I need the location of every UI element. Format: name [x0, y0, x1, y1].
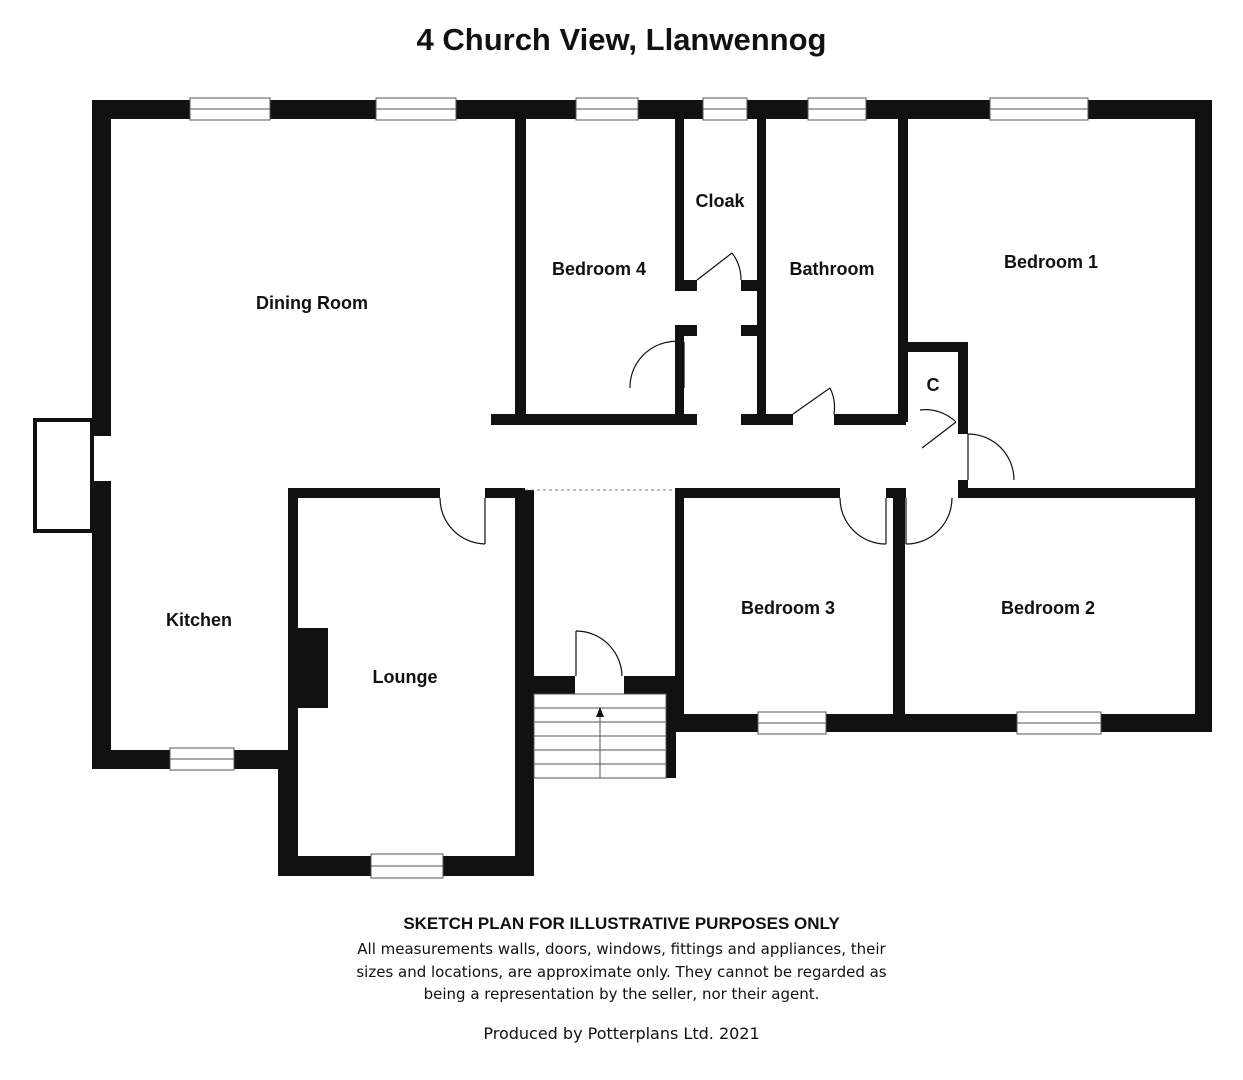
room-label-cupboard: C: [927, 375, 940, 395]
room-label-bedroom-3: Bedroom 3: [741, 598, 835, 618]
disclaimer-line: sizes and locations, are approximate onl…: [356, 962, 887, 981]
disclaimer-line: being a representation by the seller, no…: [423, 985, 820, 1003]
room-label-cloak: Cloak: [695, 191, 745, 211]
room-label-lounge: Lounge: [373, 667, 438, 687]
disclaimer-line: All measurements walls, doors, windows, …: [357, 940, 886, 958]
staircase: [533, 693, 667, 779]
producer-credit: Produced by Potterplans Ltd. 2021: [483, 1024, 760, 1043]
interior-walls: [288, 100, 1212, 778]
room-label-bedroom-1: Bedroom 1: [1004, 252, 1098, 272]
room-label-bedroom-4: Bedroom 4: [552, 259, 646, 279]
disclaimer-heading: SKETCH PLAN FOR ILLUSTRATIVE PURPOSES ON…: [403, 914, 840, 933]
room-label-kitchen: Kitchen: [166, 610, 232, 630]
plan-title: 4 Church View, Llanwennog: [416, 22, 827, 57]
room-label-dining-room: Dining Room: [256, 293, 368, 313]
room-label-bathroom: Bathroom: [790, 259, 875, 279]
doors: [439, 252, 1015, 677]
room-label-bedroom-2: Bedroom 2: [1001, 598, 1095, 618]
disclaimer-body: All measurements walls, doors, windows, …: [0, 938, 1243, 1006]
windows: [169, 97, 1102, 879]
porch-outline: [33, 418, 94, 533]
